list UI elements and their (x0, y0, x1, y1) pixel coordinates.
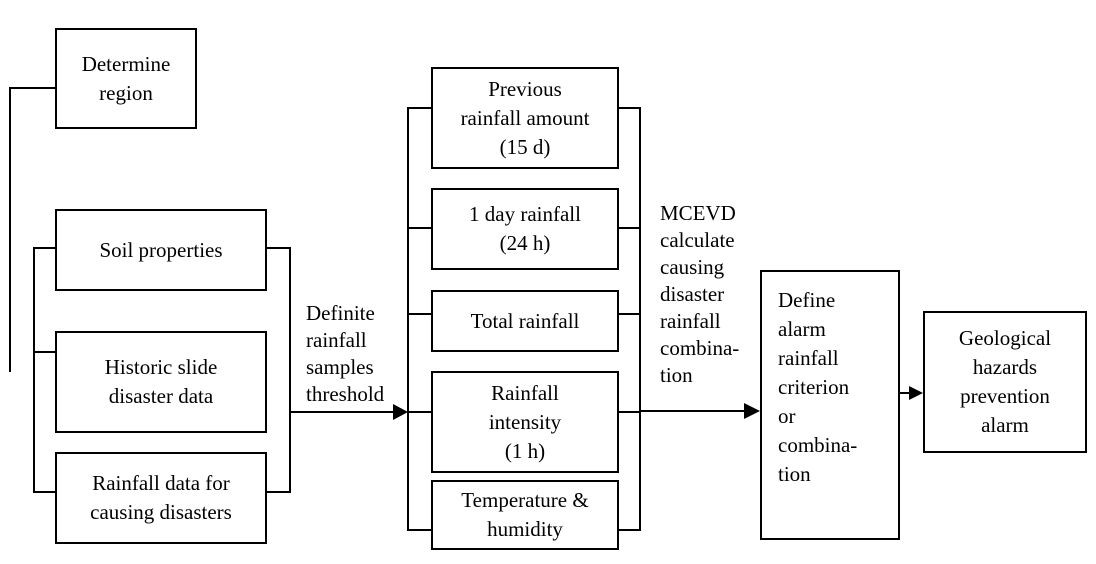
inputs-right-bracket (267, 247, 291, 493)
historic-slide-box: Historic slide disaster data (55, 331, 267, 433)
rainfall-intensity-box: Rainfall intensity (1 h) (431, 371, 619, 473)
total-rainfall-box: Total rainfall (431, 290, 619, 352)
threshold-arrowhead (393, 404, 408, 420)
alarm-arrowhead (909, 386, 923, 400)
region-bracket-line (9, 87, 55, 372)
previous-rainfall-box: Previous rainfall amount (15 d) (431, 67, 619, 169)
determine-region-box: Determine region (55, 28, 197, 129)
mcevd-label: MCEVD calculate causing disaster rainfal… (660, 201, 740, 387)
factors-left-bracket (407, 107, 431, 531)
rainfall-data-box: Rainfall data for causing disasters (55, 452, 267, 544)
one-day-rainfall-box: 1 day rainfall (24 h) (431, 188, 619, 270)
mcevd-arrowhead (744, 403, 760, 419)
inputs-left-bracket (33, 247, 55, 493)
temperature-humidity-box: Temperature & humidity (431, 480, 619, 550)
define-alarm-box: Define alarm rainfall criterion or combi… (760, 270, 900, 540)
factors-right-bracket (619, 107, 641, 531)
definite-threshold-label: Definite rainfall samples threshold (306, 301, 385, 406)
geological-alarm-box: Geological hazards prevention alarm (923, 311, 1087, 453)
soil-properties-box: Soil properties (55, 209, 267, 291)
